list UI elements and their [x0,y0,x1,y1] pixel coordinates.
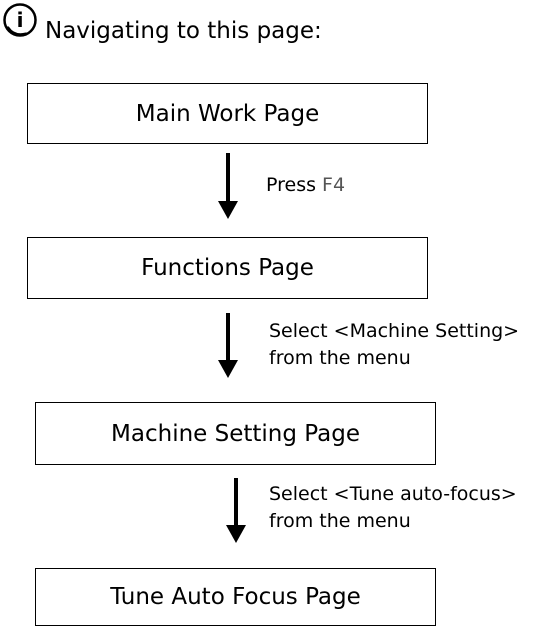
navigation-header: Navigating to this page: [45,18,322,44]
transition-label-tune-auto-focus: Select <Tune auto-focus> from the menu [269,483,517,532]
main-work-page-box: Main Work Page [27,83,428,144]
f4-key: F4 [322,174,346,196]
step-label: Functions Page [141,255,314,281]
down-arrow-icon [218,153,238,219]
step-label: Machine Setting Page [111,420,360,447]
functions-page-box: Functions Page [27,237,428,299]
info-icon: i [3,3,37,37]
transition-label-machine-setting: Select <Machine Setting> from the menu [269,320,520,369]
tune-auto-focus-page-box: Tune Auto Focus Page [35,568,436,626]
machine-setting-page-box: Machine Setting Page [35,402,436,465]
down-arrow-icon [218,313,238,378]
info-icon-glyph: i [17,8,24,32]
down-arrow-icon [226,478,246,543]
transition-label-press-f4: Press F4 [266,174,346,196]
step-label: Tune Auto Focus Page [110,584,361,610]
step-label: Main Work Page [135,100,320,127]
